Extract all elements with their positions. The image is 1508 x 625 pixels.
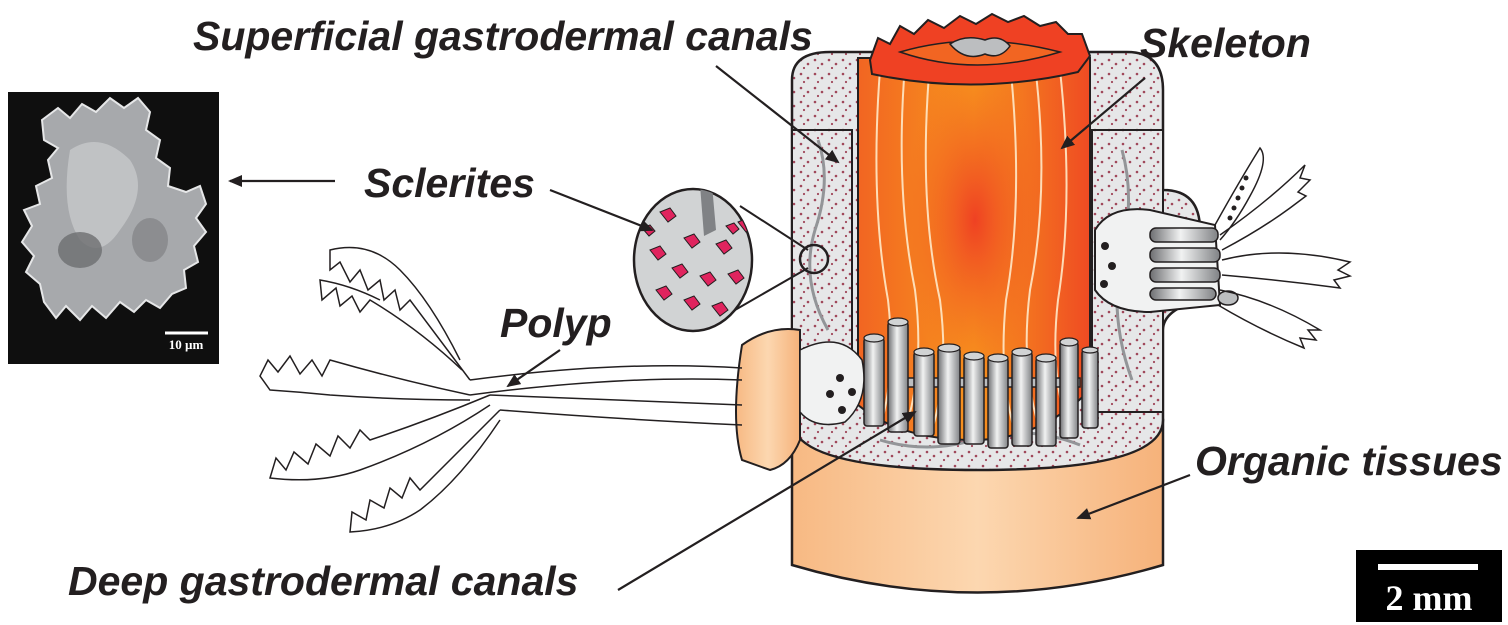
label-deep-gastrodermal-canals: Deep gastrodermal canals	[68, 558, 578, 604]
sclerite-micrograph: 10 µm	[8, 92, 219, 364]
label-polyp: Polyp	[500, 300, 612, 346]
label-sclerites: Sclerites	[364, 160, 535, 206]
arrow-polyp	[508, 350, 560, 386]
arrow-sclerites-lens	[550, 190, 652, 230]
micrograph-scale-label: 10 µm	[169, 337, 204, 352]
polyp-extended	[260, 248, 864, 533]
label-organic-tissues: Organic tissues	[1195, 438, 1503, 484]
scale-bar: 2 mm	[1356, 550, 1502, 622]
label-skeleton: Skeleton	[1140, 20, 1311, 66]
scale-bar-label: 2 mm	[1386, 578, 1473, 618]
label-superficial-gastrodermal-canals: Superficial gastrodermal canals	[193, 13, 813, 59]
